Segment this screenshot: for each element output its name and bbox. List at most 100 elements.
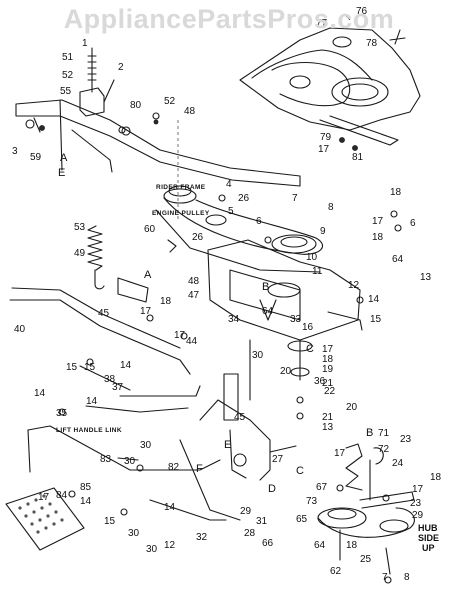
callout: 18 (390, 187, 402, 198)
callout: 17 (322, 344, 334, 355)
callout: 17 (372, 216, 384, 227)
callout: 15 (84, 362, 96, 373)
callout: 28 (244, 528, 256, 539)
callout: 73 (306, 496, 318, 507)
callout: 18 (372, 232, 384, 243)
callout: 67 (316, 482, 328, 493)
callout: 31 (256, 516, 268, 527)
reference-letters: A E A B C B C D E F (58, 152, 373, 495)
idler-pulley-assembly (317, 443, 415, 584)
callout: 85 (80, 482, 92, 493)
callout: 38 (104, 374, 116, 385)
callout: 37 (112, 382, 124, 393)
callout: 29 (240, 506, 252, 517)
callout: 64 (262, 306, 274, 317)
callout: 64 (392, 254, 404, 265)
foot-plate (5, 487, 85, 551)
callout: 23 (400, 434, 412, 445)
callout: 51 (62, 52, 74, 63)
callout: 22 (324, 386, 336, 397)
callout: 12 (164, 540, 176, 551)
callout: 53 (74, 222, 86, 233)
callout: 1 (82, 38, 88, 49)
callout: 48 (188, 276, 200, 287)
callouts: 76 77 78 79 17 81 1 51 52 55 2 80 52 48 … (12, 6, 442, 583)
ref-letter: B (262, 281, 269, 293)
lift-bracket (79, 47, 159, 136)
callout: 18 (322, 354, 334, 365)
callout: 21 (322, 378, 334, 389)
callout: 44 (186, 336, 198, 347)
callout: 5 (228, 206, 234, 217)
callout: 17 (38, 492, 50, 503)
callout: 27 (272, 454, 284, 465)
ref-letter: F (196, 463, 203, 475)
callout: 47 (188, 290, 200, 301)
hardware (58, 112, 402, 516)
ref-letter: C (306, 343, 314, 355)
callout: 80 (130, 100, 142, 111)
callout: 26 (192, 232, 204, 243)
callout: 66 (262, 538, 274, 549)
callout: 48 (184, 106, 196, 117)
lift-handle-link (149, 373, 297, 521)
callout: 13 (322, 422, 334, 433)
callout: 45 (234, 412, 246, 423)
callout: 14 (164, 502, 176, 513)
callout: 3 (12, 146, 18, 157)
callout: 36 (314, 376, 326, 387)
callout: 33 (290, 314, 302, 325)
callout: 30 (252, 350, 264, 361)
hub-side-up-line-2: SIDE (418, 533, 439, 543)
engine-pulley-caption: ENGINE PULLEY (152, 210, 210, 217)
callout: 14 (368, 294, 380, 305)
callout: 9 (320, 226, 326, 237)
hub-side-up-line-1: HUB (418, 523, 438, 533)
lift-handle-link-caption: LIFT HANDLE LINK (56, 427, 122, 434)
callout: 82 (168, 462, 180, 473)
ref-letter: E (224, 439, 231, 451)
callout: 25 (360, 554, 372, 565)
callout: 35 (56, 408, 68, 419)
ref-letter: A (60, 152, 68, 164)
callout: 77 (316, 18, 328, 29)
engine-pulley-belt (155, 185, 323, 273)
callout: 8 (404, 572, 410, 583)
rider-frame-caption: RIDER FRAME (156, 184, 206, 191)
lift-spring (87, 225, 177, 303)
callout: 15 (370, 314, 382, 325)
callout: 81 (352, 152, 364, 163)
callout: 26 (238, 193, 250, 204)
callout: 17 (174, 330, 186, 341)
callout: 7 (382, 572, 388, 583)
callout: 30 (146, 544, 158, 555)
callout: 76 (356, 6, 368, 17)
callout: 72 (378, 444, 390, 455)
callout: 59 (30, 152, 42, 163)
callout: 17 (334, 448, 346, 459)
callout: 10 (306, 252, 318, 263)
callout: 17 (412, 484, 424, 495)
callout: 55 (60, 86, 72, 97)
watermark: AppliancePartsPros.com (63, 4, 395, 34)
callout: 17 (140, 306, 152, 317)
callout: 6 (256, 216, 262, 227)
callout: 2 (118, 62, 124, 73)
callout: 65 (296, 514, 308, 525)
callout: 19 (322, 364, 334, 375)
ref-letter: E (58, 167, 65, 179)
callout: 23 (410, 498, 422, 509)
callout: 13 (420, 272, 432, 283)
idler-bracket (207, 239, 363, 401)
callout: 45 (98, 308, 110, 319)
callout: 20 (280, 366, 292, 377)
callout: 18 (430, 472, 442, 483)
callout: 4 (226, 179, 232, 190)
callout: 29 (412, 510, 424, 521)
callout: 40 (14, 324, 26, 335)
callout: 30 (140, 440, 152, 451)
callout: 18 (346, 540, 358, 551)
callout: 78 (366, 38, 378, 49)
deck-inset-assembly (239, 13, 421, 151)
